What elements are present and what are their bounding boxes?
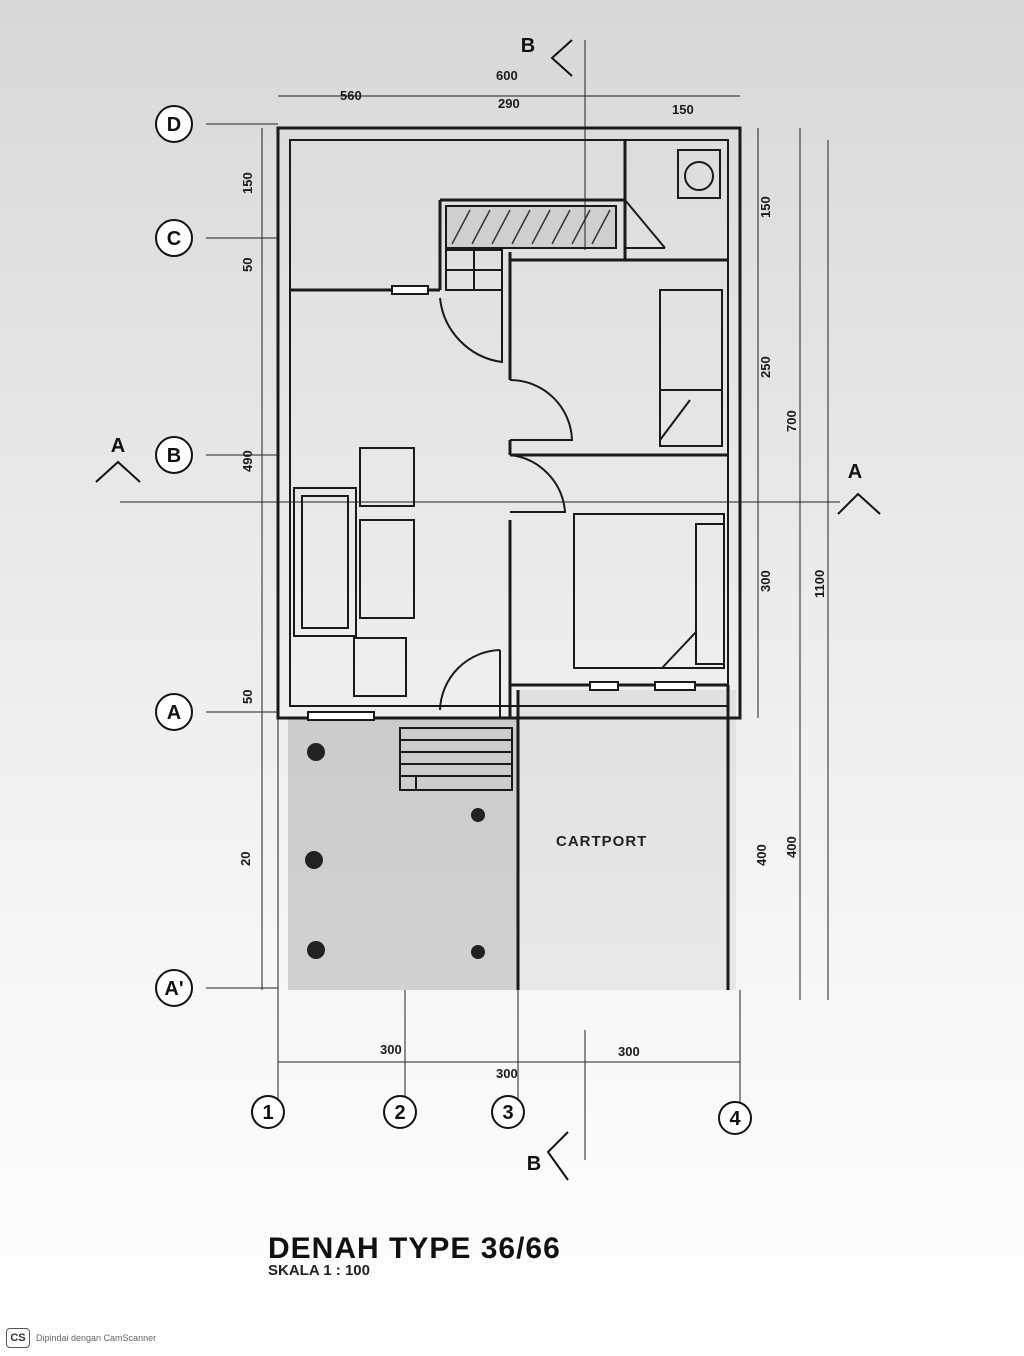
grid-row-d: D — [167, 114, 181, 136]
section-markers — [95, 39, 881, 1181]
grid-lines — [120, 40, 840, 1160]
grid-col-bubbles — [251, 1095, 752, 1135]
dim-bottom-1: 300 — [380, 1042, 402, 1057]
dim-left-1: 150 — [240, 172, 255, 194]
dim-bottom-3: 300 — [618, 1044, 640, 1059]
watermark-text: Dipindai dengan CamScanner — [36, 1333, 157, 1343]
grid-row-b: B — [167, 445, 181, 467]
dimension-lines — [261, 95, 829, 1063]
section-b-top-arrow — [550, 39, 573, 77]
section-a-left-label: A — [111, 435, 125, 457]
grid-bubble-d — [155, 105, 193, 143]
grid-bubble-a — [155, 693, 193, 731]
scanner-watermark: CS Dipindai dengan CamScanner — [6, 1328, 156, 1348]
terrace-steps — [399, 727, 513, 791]
dim-top-left: 560 — [340, 88, 362, 103]
dim-top-right: 150 — [672, 102, 694, 117]
door-swings — [439, 199, 666, 718]
section-a-right-arrow — [837, 492, 881, 515]
grid-col-4: 4 — [729, 1108, 741, 1130]
camscanner-logo-icon: CS — [6, 1328, 30, 1348]
dim-left-3: 490 — [240, 450, 255, 472]
carport-shading — [518, 690, 736, 990]
dim-left-2: 50 — [240, 258, 255, 272]
plant-icons — [305, 743, 485, 959]
grid-col-2: 2 — [394, 1102, 405, 1124]
room-label-carport: CARTPORT — [556, 833, 647, 850]
dim-right-outer-1100: 1100 — [812, 570, 827, 598]
dim-left-4: 50 — [240, 690, 255, 704]
section-b-bottom-label: B — [527, 1153, 541, 1175]
dim-bottom-2: 300 — [496, 1066, 518, 1081]
windows — [307, 285, 696, 721]
dim-right-inner-mid: 250 — [758, 356, 773, 378]
section-b-top-label: B — [521, 35, 535, 57]
grid-col-1: 1 — [262, 1102, 273, 1124]
section-b-bottom-arrow — [546, 1131, 569, 1181]
toilet-icon — [677, 149, 721, 199]
steps-icon — [445, 249, 503, 291]
section-a-left-arrow — [95, 460, 141, 483]
grid-bubble-b — [155, 436, 193, 474]
living-furniture — [293, 447, 415, 697]
kitchen-counter — [445, 205, 617, 249]
dim-right-inner-low: 300 — [758, 570, 773, 592]
grid-bubble-a-prime — [155, 969, 193, 1007]
dim-right-carport-inner: 400 — [754, 844, 769, 866]
section-a-right-label: A — [848, 461, 862, 483]
dim-right-inner-top: 150 — [758, 196, 773, 218]
dim-top-middle-outer: 600 — [496, 68, 518, 83]
grid-col-3: 3 — [502, 1102, 513, 1124]
drawing-title-block: DENAH TYPE 36/66 SKALA 1 : 100 — [268, 1232, 561, 1279]
dim-right-carport-outer: 400 — [784, 836, 799, 858]
grid-row-a: A — [167, 702, 181, 724]
grid-row-c: C — [167, 228, 181, 250]
dim-right-outer-700: 700 — [784, 410, 799, 432]
grid-bubble-c — [155, 219, 193, 257]
interior-walls — [290, 140, 730, 990]
grid-row-a-prime: A' — [164, 978, 183, 1000]
dim-top-middle-inner: 290 — [498, 96, 520, 111]
drawing-title: DENAH TYPE 36/66 — [268, 1232, 561, 1265]
bed-icons — [573, 289, 725, 669]
dim-left-5: 20 — [238, 852, 253, 866]
drawing-scale: SKALA 1 : 100 — [268, 1262, 370, 1279]
grid-row-bubbles — [155, 105, 193, 1007]
